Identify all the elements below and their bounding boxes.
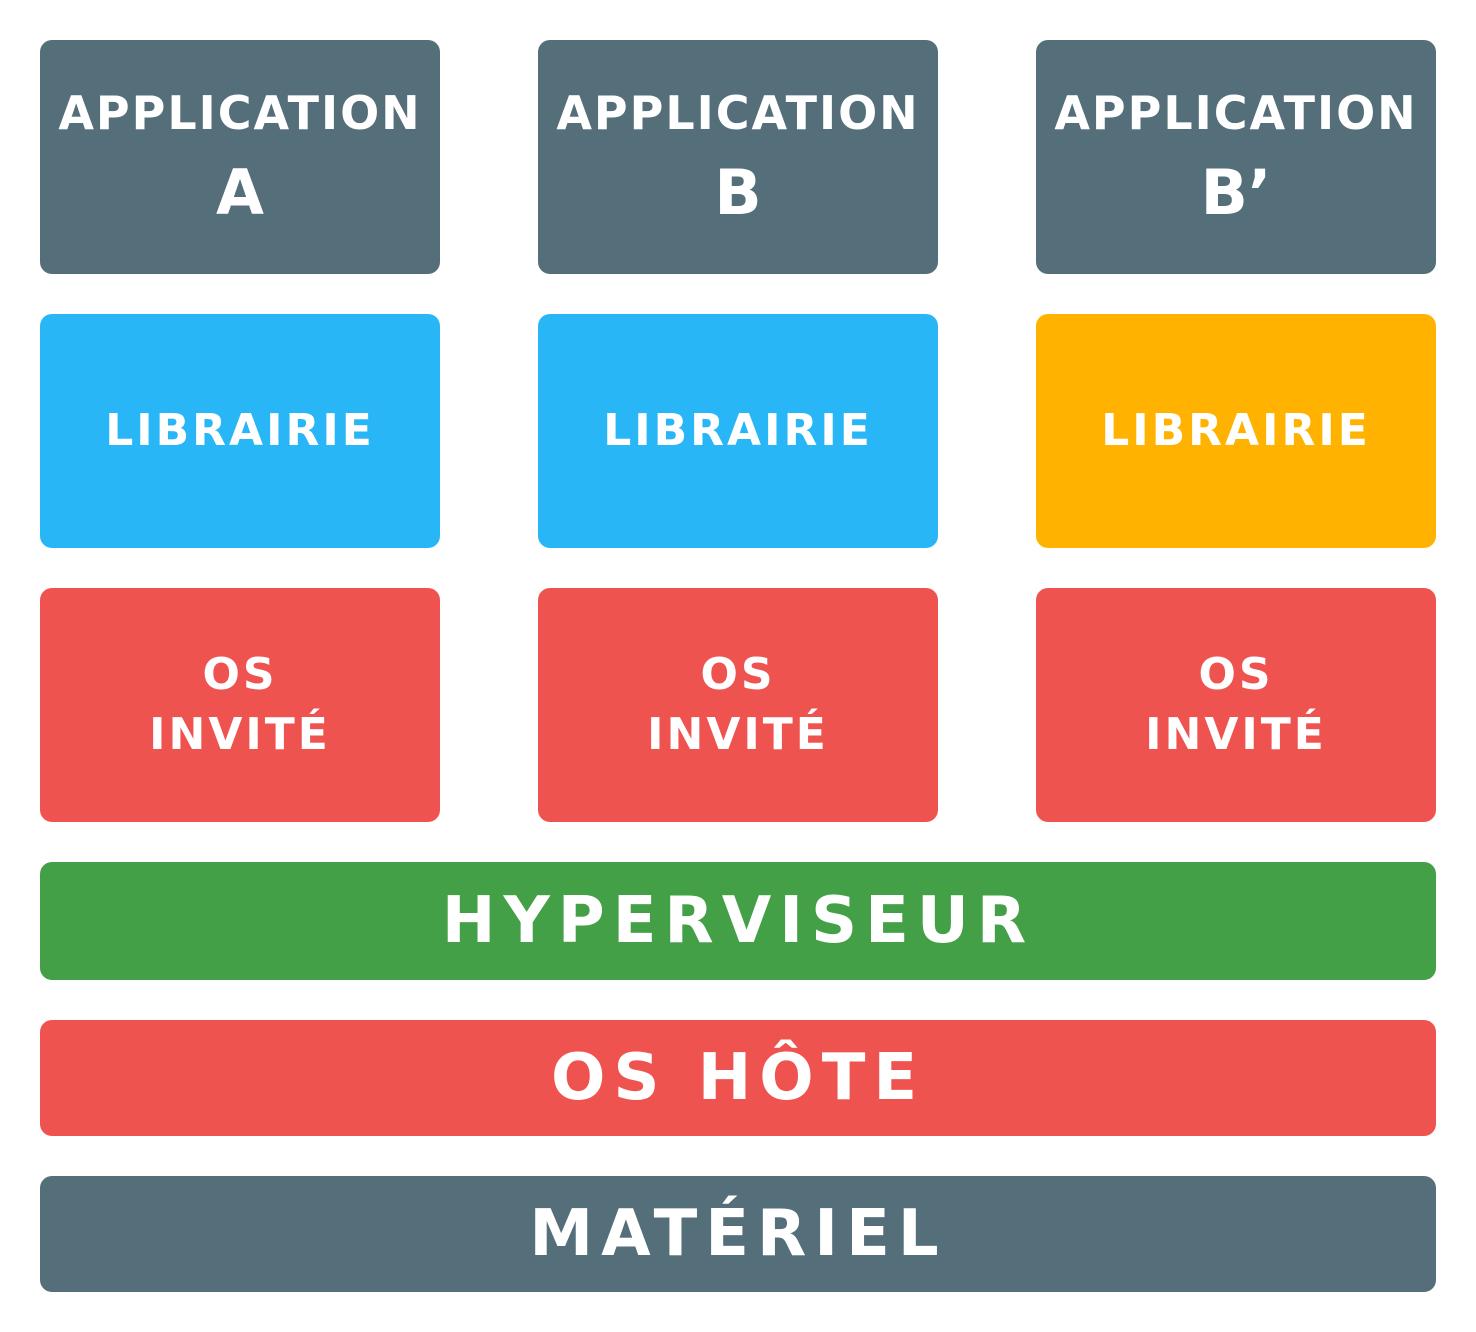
guest-os-b-line1: OS: [700, 649, 776, 700]
hardware-label: MATÉRIEL: [529, 1197, 947, 1271]
guest-os-a-line1: OS: [202, 649, 278, 700]
guest-os-a-block: OS INVITÉ: [40, 588, 440, 822]
guest-os-b-prime-block: OS INVITÉ: [1036, 588, 1436, 822]
application-a-letter: A: [216, 156, 264, 229]
application-b-letter: B: [714, 156, 762, 229]
hypervisor-label: HYPERVISEUR: [441, 884, 1035, 958]
hardware-layer: MATÉRIEL: [40, 1176, 1436, 1292]
host-os-layer: OS HÔTE: [40, 1020, 1436, 1136]
application-b-prime-title: APPLICATION: [1054, 86, 1418, 140]
guest-os-b-block: OS INVITÉ: [538, 588, 938, 822]
library-b-block: LIBRAIRIE: [538, 314, 938, 548]
application-a-block: APPLICATION A: [40, 40, 440, 274]
application-b-prime-letter: B’: [1200, 156, 1272, 229]
library-a-block: LIBRAIRIE: [40, 314, 440, 548]
library-b-prime-label: LIBRAIRIE: [1101, 405, 1371, 456]
guest-os-a-line2: INVITÉ: [149, 709, 331, 760]
library-a-label: LIBRAIRIE: [105, 405, 375, 456]
host-os-label: OS HÔTE: [550, 1041, 926, 1115]
hypervisor-layer: HYPERVISEUR: [40, 862, 1436, 980]
guest-os-b-prime-line2: INVITÉ: [1145, 709, 1327, 760]
application-b-block: APPLICATION B: [538, 40, 938, 274]
library-b-label: LIBRAIRIE: [603, 405, 873, 456]
guest-os-b-line2: INVITÉ: [647, 709, 829, 760]
application-a-title: APPLICATION: [58, 86, 422, 140]
library-b-prime-block: LIBRAIRIE: [1036, 314, 1436, 548]
guest-os-b-prime-line1: OS: [1198, 649, 1274, 700]
application-b-title: APPLICATION: [556, 86, 920, 140]
application-b-prime-block: APPLICATION B’: [1036, 40, 1436, 274]
